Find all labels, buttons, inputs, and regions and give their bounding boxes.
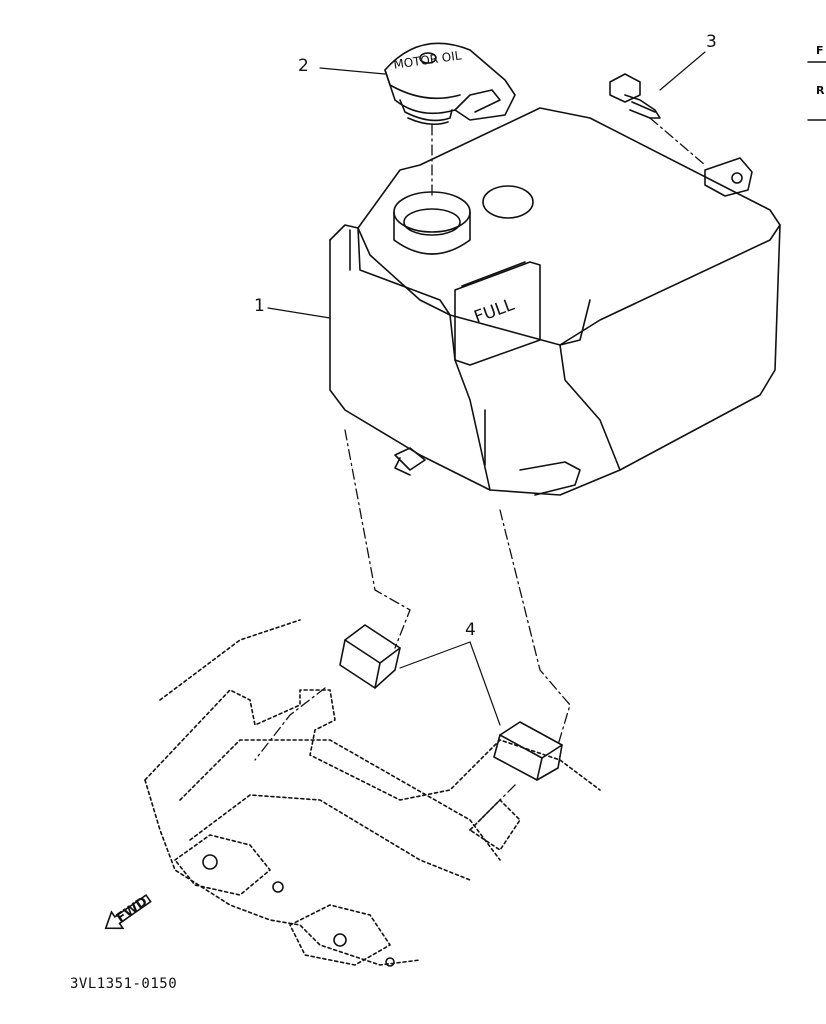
frame-hole <box>385 957 395 967</box>
callout-tank: 1 <box>254 296 265 316</box>
edge-letter-bottom: R <box>816 84 825 97</box>
edge-letter-top: F <box>816 44 824 57</box>
cap-lettering: MOTOR OIL <box>393 48 463 71</box>
frame-bracket <box>144 619 601 966</box>
bolt <box>609 73 661 119</box>
level-window <box>482 185 534 219</box>
leader-lines <box>267 51 706 726</box>
callout-cap: 2 <box>298 56 309 76</box>
callout-cushion: 4 <box>465 620 476 640</box>
frame-hole <box>333 933 347 947</box>
frame-hole <box>272 881 284 893</box>
filler-neck <box>393 191 471 255</box>
oil-tank-cap <box>384 42 516 126</box>
full-mark: FULL <box>472 295 518 328</box>
cushion-left <box>339 624 401 689</box>
forward-arrow-icon: FWD <box>104 893 152 930</box>
assembly-lines <box>254 117 706 831</box>
cushion-right <box>493 721 563 781</box>
svg-text:FWD: FWD <box>114 894 151 926</box>
oil-tank <box>329 107 781 496</box>
diagram-code: 3VL1351-0150 <box>70 976 178 992</box>
callout-bolt: 3 <box>706 32 717 52</box>
frame-hole <box>202 854 218 870</box>
